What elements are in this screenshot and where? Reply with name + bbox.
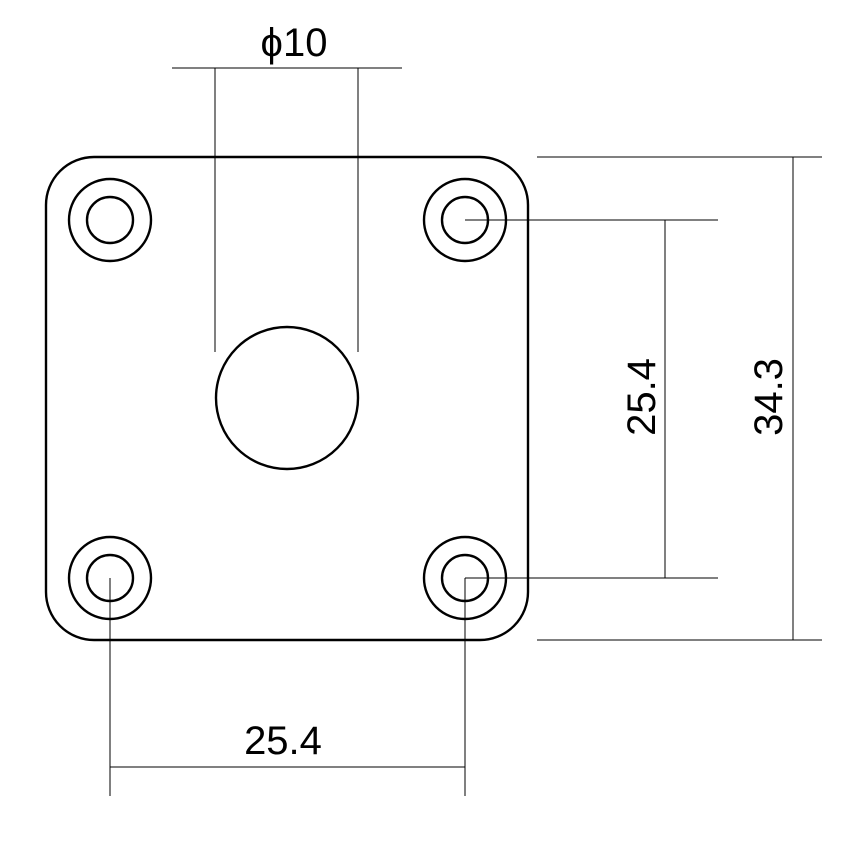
diameter-dimension: ϕ10: [172, 21, 402, 352]
diameter-label: ϕ10: [261, 21, 328, 65]
vertical-spacing-dimension: 25.4: [465, 219, 718, 579]
overall-height-dimension: 34.3: [537, 156, 822, 641]
horizontal-spacing-label: 25.4: [244, 719, 322, 763]
horizontal-spacing-dimension: 25.4: [109, 578, 466, 796]
center-hole: [214, 325, 360, 471]
vertical-spacing-label: 25.4: [620, 358, 664, 436]
overall-height-label: 34.3: [747, 358, 791, 436]
screw-hole-top-left: [67, 177, 153, 263]
plate-outline: [44, 155, 530, 642]
